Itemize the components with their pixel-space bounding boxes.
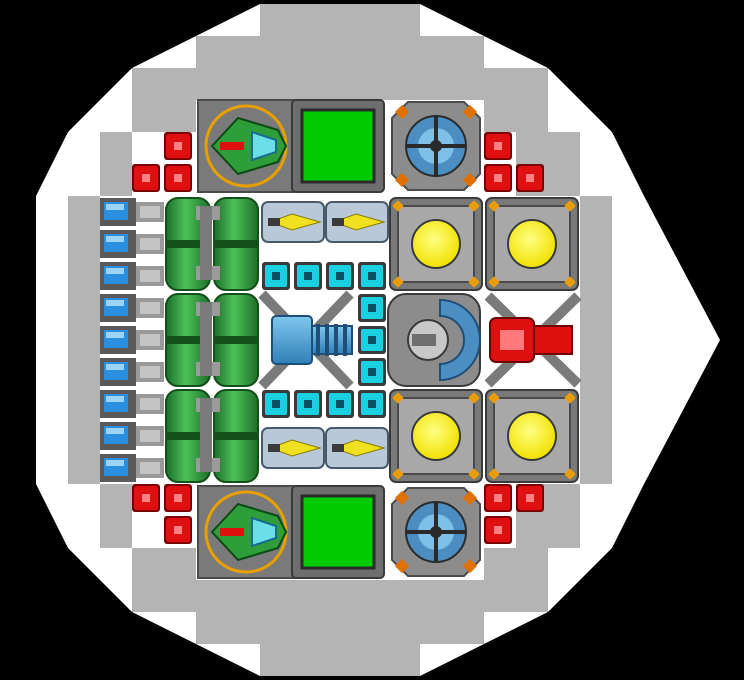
red-block [484, 132, 512, 160]
shield-node [358, 358, 386, 386]
red-block [164, 516, 192, 544]
shield-node [358, 294, 386, 322]
shield-node [358, 326, 386, 354]
fighter-bay [197, 485, 295, 579]
modules [100, 99, 582, 579]
shield-node [326, 390, 354, 418]
fuel-tank [213, 197, 259, 291]
thruster [100, 230, 164, 258]
red-block [164, 484, 192, 512]
thruster [100, 262, 164, 290]
thruster [100, 294, 164, 322]
red-block [164, 132, 192, 160]
gyroscope [391, 101, 481, 191]
shield-node [358, 262, 386, 290]
thruster [100, 358, 164, 386]
missile-launcher [261, 201, 325, 243]
red-block [164, 164, 192, 192]
fuel-pipe [196, 206, 220, 280]
shield-node [262, 390, 290, 418]
red-block [516, 484, 544, 512]
heavy-cannon [484, 292, 582, 388]
red-block [484, 484, 512, 512]
red-block [484, 516, 512, 544]
missile-launcher [325, 201, 389, 243]
reactor [485, 197, 579, 291]
red-block [132, 484, 160, 512]
reactor [389, 389, 483, 483]
shield-node [294, 390, 322, 418]
cockpit [387, 293, 481, 387]
missile-launcher [261, 427, 325, 469]
fighter-bay [197, 99, 295, 193]
fuel-pipe [196, 398, 220, 472]
fuel-tank [213, 293, 259, 387]
thruster [100, 390, 164, 418]
fuel-pipe [196, 302, 220, 376]
shield-node [326, 262, 354, 290]
red-block [132, 164, 160, 192]
railgun [258, 290, 354, 390]
thruster [100, 454, 164, 482]
gyroscope [391, 487, 481, 577]
thruster [100, 198, 164, 226]
fuel-tank [213, 389, 259, 483]
screen-terminal [291, 485, 385, 579]
shield-node [262, 262, 290, 290]
reactor [485, 389, 579, 483]
shield-node [358, 390, 386, 418]
reactor [389, 197, 483, 291]
shield-node [294, 262, 322, 290]
red-block [516, 164, 544, 192]
thruster [100, 326, 164, 354]
missile-launcher [325, 427, 389, 469]
thruster [100, 422, 164, 450]
screen-terminal [291, 99, 385, 193]
red-block [484, 164, 512, 192]
